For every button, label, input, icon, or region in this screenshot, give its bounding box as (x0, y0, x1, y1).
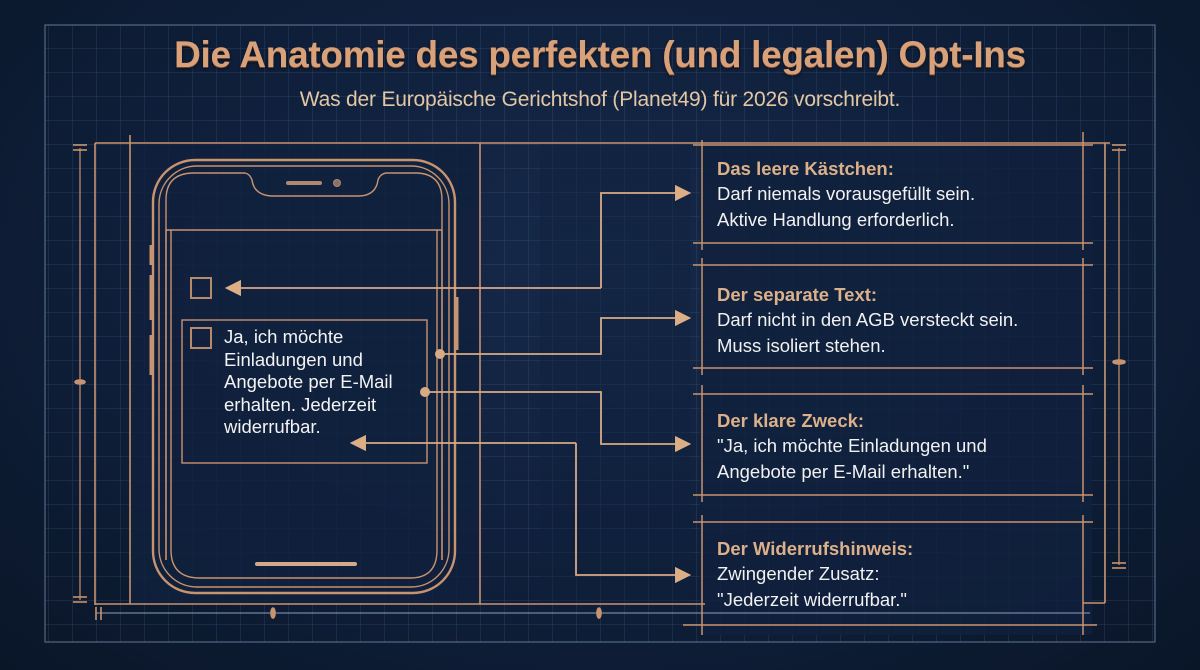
page-subtitle: Was der Europäische Gerichtshof (Planet4… (299, 88, 901, 111)
annotation-line: Zwingender Zusatz: (717, 563, 880, 584)
consent-text: Ja, ich möchte Einladungen und Angebote … (224, 326, 393, 437)
annotation-line: Aktive Handlung erforderlich. (717, 209, 955, 230)
annotation-title: Der separate Text: (717, 284, 878, 305)
annotation-line: "Ja, ich möchte Einladungen und (717, 435, 987, 456)
standalone-checkbox[interactable] (190, 277, 212, 299)
annotation-frames (683, 132, 1097, 635)
anchor-dot-clear-purpose (420, 387, 430, 397)
annotation-line: Muss isoliert stehen. (717, 335, 886, 356)
annotation-line: Darf nicht in den AGB versteckt sein. (717, 309, 1019, 330)
annotation-separate-text: Der separate Text: Darf nicht in den AGB… (717, 283, 1087, 359)
annotation-title: Das leere Kästchen: (717, 158, 894, 179)
phone-outline (149, 158, 459, 595)
page-title: Die Anatomie des perfekten (und legalen)… (174, 34, 1026, 75)
annotation-withdrawal-notice: Der Widerrufshinweis: Zwingender Zusatz:… (717, 537, 1087, 613)
annotation-line: Darf niemals vorausgefüllt sein. (717, 183, 976, 204)
connector-lines (224, 184, 692, 584)
annotation-clear-purpose: Der klare Zweck: "Ja, ich möchte Einladu… (717, 409, 1087, 485)
anchor-dot-separate-text (435, 349, 445, 359)
annotation-empty-checkbox: Das leere Kästchen: Darf niemals vorausg… (717, 157, 1087, 233)
annotation-title: Der klare Zweck: (717, 410, 865, 431)
consent-checkbox[interactable] (190, 327, 212, 349)
annotation-title: Der Widerrufshinweis: (717, 538, 914, 559)
annotation-line: Angebote per E-Mail erhalten." (717, 461, 970, 482)
annotation-line: "Jederzeit widerrufbar." (717, 589, 907, 610)
